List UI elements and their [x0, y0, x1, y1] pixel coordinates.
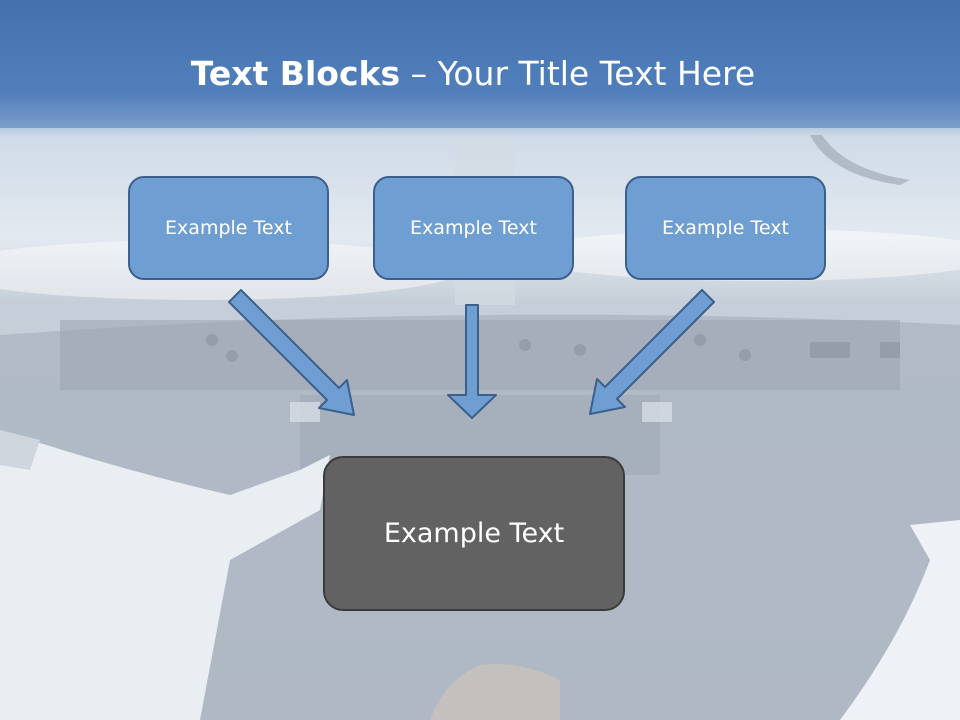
text-block-right-label: Example Text [662, 217, 789, 239]
title-dash: – [400, 54, 438, 93]
text-block-center-label: Example Text [383, 518, 565, 549]
text-block-middle[interactable]: Example Text [373, 176, 574, 280]
arrow-down-left-icon [589, 289, 715, 415]
text-block-middle-label: Example Text [410, 217, 537, 239]
title-bold-part: Text Blocks [190, 54, 401, 93]
text-block-left[interactable]: Example Text [128, 176, 329, 280]
slide-title: Text Blocks – Your Title Text Here [0, 52, 946, 96]
text-block-right[interactable]: Example Text [625, 176, 826, 280]
text-block-left-label: Example Text [165, 217, 292, 239]
text-block-center[interactable]: Example Text [323, 456, 625, 611]
arrow-down-right-icon [228, 289, 355, 416]
arrow-down-icon [447, 304, 497, 419]
title-regular-part: Your Title Text Here [437, 54, 756, 93]
